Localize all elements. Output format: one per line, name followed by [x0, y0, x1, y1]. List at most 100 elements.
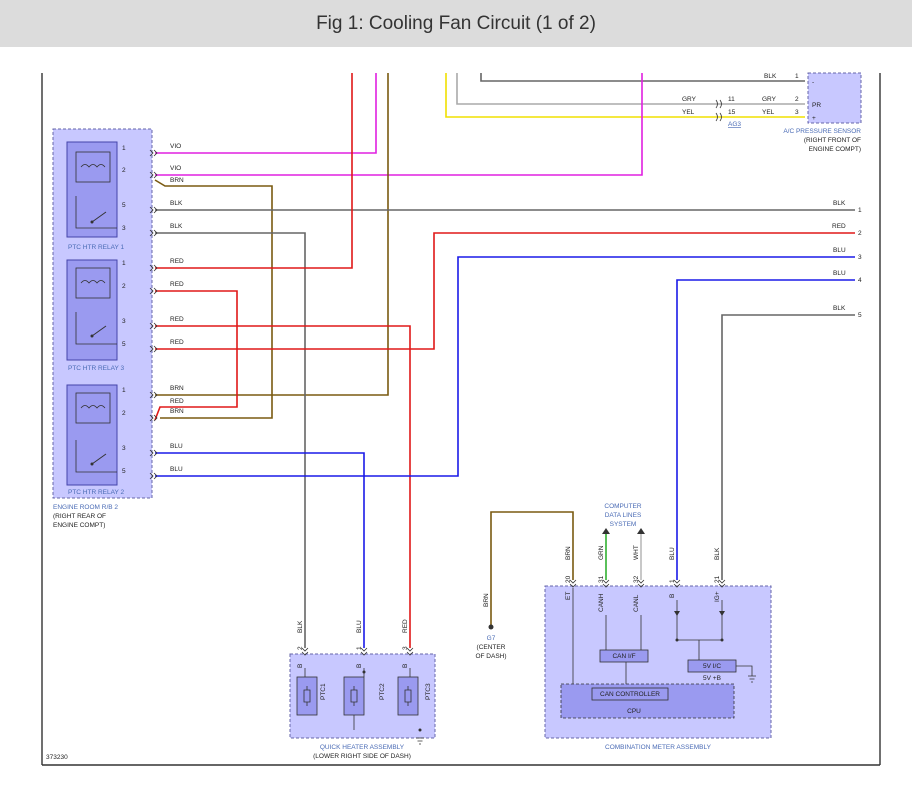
pin-number: 5 [122, 341, 126, 348]
wire-label: RED [170, 316, 184, 323]
pin-label: PR [812, 102, 821, 109]
system-label: DATA LINES [605, 512, 642, 519]
off-page-number: 4 [858, 277, 862, 284]
wire-label: BLK [833, 305, 846, 312]
wire-blk-out5 [721, 314, 855, 580]
pin-number: 1 [122, 387, 126, 394]
wire-label: BLK [764, 73, 777, 80]
ptc-label: PTC2 [379, 683, 386, 700]
pin-number: 3 [795, 109, 799, 116]
location-label: (CENTER [477, 644, 506, 651]
wire-labels: VIO VIO BRN BLK BLK RED RED RED RED BRN … [170, 73, 862, 473]
pin-number: 3 [122, 225, 126, 232]
location-label: ENGINE COMPT) [53, 522, 105, 529]
wire-label: BLU [356, 620, 363, 633]
pin-label: B [669, 594, 676, 598]
connector-pin: 11 [728, 96, 735, 103]
wire-red-r3-2 [154, 290, 238, 421]
wire-label: YEL [762, 109, 775, 116]
ptc-label: PTC1 [320, 683, 327, 700]
ac-pressure-sensor: - PR + A/C PRESSURE SENSOR (RIGHT FRONT … [783, 72, 862, 153]
wire-label: RED [170, 398, 184, 405]
pin-label: B [356, 664, 363, 668]
wire-brn-relay1 [154, 179, 273, 419]
wire-label: BRN [170, 385, 184, 392]
pin-number: 20 [565, 575, 572, 583]
wire-label: BRN [565, 546, 572, 560]
relay-label: PTC HTR RELAY 2 [68, 489, 124, 496]
pin-number: 3 [122, 318, 126, 325]
wiring-diagram: VIO VIO BRN BLK BLK RED RED RED RED BRN … [41, 72, 881, 766]
block-label: 5V +B [703, 675, 721, 682]
wire-label: GRY [682, 96, 697, 103]
ptc-htr-relay-3: PTC HTR RELAY 3 [66, 259, 124, 372]
pin-number: 2 [122, 167, 126, 174]
pin-label: B [297, 664, 304, 668]
wires [154, 73, 855, 648]
wire-label: WHT [633, 545, 640, 560]
ptc-htr-relay-2: PTC HTR RELAY 2 [66, 384, 124, 496]
wire-label: RED [170, 339, 184, 346]
inline-connector-ag3 [715, 99, 722, 122]
off-page-number: 3 [858, 254, 862, 261]
pin-number: 21 [714, 575, 721, 583]
component-label: QUICK HEATER ASSEMBLY [320, 744, 405, 751]
relay-connectors [149, 149, 158, 480]
wire-label: BLK [297, 620, 304, 633]
wire-red-out2 [155, 232, 855, 350]
wire-yel-ac [445, 73, 805, 118]
wire-label: YEL [682, 109, 695, 116]
wire-vio-1 [155, 73, 377, 154]
block-label: 5V I/C [703, 663, 721, 670]
wire-label: BLU [170, 466, 183, 473]
wire-label: RED [170, 281, 184, 288]
diagram-frame [41, 73, 881, 766]
location-label: OF DASH) [475, 653, 506, 660]
title-bar: Fig 1: Cooling Fan Circuit (1 of 2) [0, 0, 912, 47]
pin-label: CANH [598, 593, 605, 612]
off-page-number: 5 [858, 312, 862, 319]
off-page-number: 1 [858, 207, 862, 214]
pin-label: IG+ [714, 591, 721, 602]
computer-data-lines: COMPUTER DATA LINES SYSTEM [602, 503, 645, 534]
wire-label: BLU [833, 270, 846, 277]
wire-red-r3-1 [155, 73, 353, 269]
pin-number: 1 [122, 260, 126, 267]
wire-label: RED [170, 258, 184, 265]
pin-number: 1 [669, 579, 676, 583]
wire-label: VIO [170, 165, 181, 172]
pin-label: ET [565, 592, 572, 600]
pin-number: 31 [598, 575, 605, 583]
pin-number: 1 [356, 646, 363, 650]
wire-label: BLU [833, 247, 846, 254]
pin-label: - [812, 79, 814, 86]
pin-number: 5 [122, 202, 126, 209]
combination-meter-assembly: BRN GRN WHT BLU BLK 20 31 32 1 21 ET CAN… [544, 545, 772, 751]
pin-number: 2 [122, 410, 126, 417]
wire-label: BLK [170, 200, 183, 207]
location-label: ENGINE COMPT) [809, 146, 861, 153]
ptc-elements: PTC1 PTC2 PTC3 [296, 668, 432, 745]
pin-number: 2 [122, 283, 126, 290]
ptc-label: PTC3 [425, 683, 432, 700]
system-label: SYSTEM [610, 521, 637, 528]
wire-label: BRN [170, 408, 184, 415]
pin-number: 2 [297, 646, 304, 650]
wire-blu-heater [155, 452, 365, 648]
pin-label: + [812, 115, 816, 122]
wire-label: GRN [598, 545, 605, 560]
wire-brn-relay2 [155, 73, 389, 396]
pin-number: 3 [122, 445, 126, 452]
engine-room-rb2: PTC HTR RELAY 1 PTC HTR RELAY 3 PTC HTR … [52, 128, 158, 529]
ground-g7: BRN G7 (CENTER OF DASH) [475, 593, 506, 660]
ground-id: G7 [487, 635, 496, 642]
wire-blk-ac [480, 73, 805, 82]
connector-id: AG3 [728, 121, 741, 128]
wire-label: RED [402, 619, 409, 633]
wire-red-r3-3 [155, 325, 411, 648]
connector-pin: 15 [728, 109, 736, 116]
pin-number: 2 [795, 96, 799, 103]
wire-blk-heater [155, 232, 306, 648]
pin-label: CANL [633, 594, 640, 612]
wire-blu-out4 [676, 279, 855, 580]
